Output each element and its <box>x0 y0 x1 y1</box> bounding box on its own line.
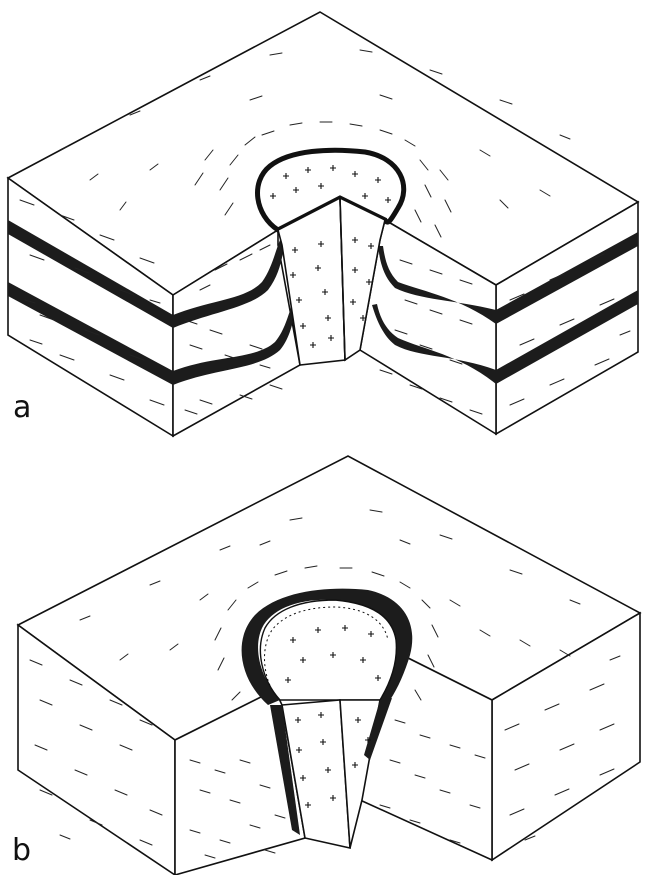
panel-b-label: b <box>12 836 31 866</box>
panel-b-diapir-head <box>260 600 396 700</box>
panel-b-diagram <box>18 456 640 875</box>
panel-a-diagram <box>8 12 638 436</box>
panel-a-label: a <box>13 393 31 423</box>
